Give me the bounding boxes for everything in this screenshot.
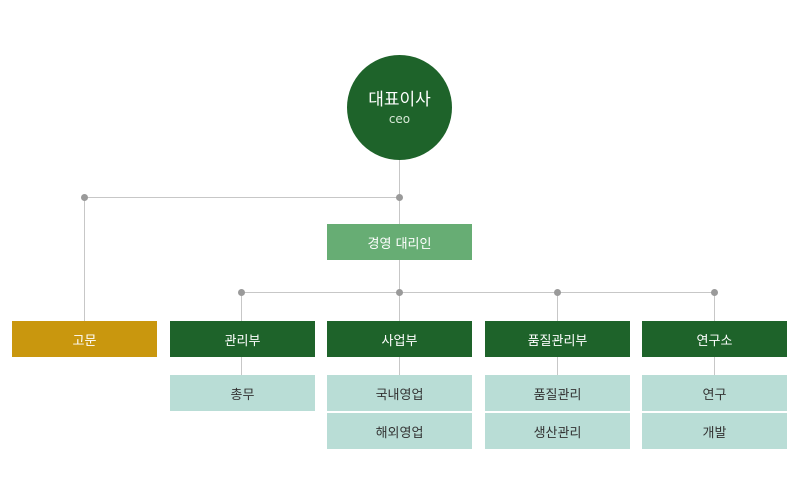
department-node: 품질관리부 bbox=[485, 321, 630, 357]
junction-dot bbox=[81, 194, 88, 201]
team-node: 생산관리 bbox=[485, 413, 630, 449]
junction-dot bbox=[554, 289, 561, 296]
ceo-node: 대표이사 ceo bbox=[347, 55, 452, 160]
team-node: 국내영업 bbox=[327, 375, 472, 411]
team-node: 품질관리 bbox=[485, 375, 630, 411]
team-node: 해외영업 bbox=[327, 413, 472, 449]
junction-dot bbox=[396, 289, 403, 296]
team-node: 총무 bbox=[170, 375, 315, 411]
junction-dot bbox=[396, 194, 403, 201]
department-node: 관리부 bbox=[170, 321, 315, 357]
team-node: 개발 bbox=[642, 413, 787, 449]
department-node: 연구소 bbox=[642, 321, 787, 357]
ceo-subtitle: ceo bbox=[388, 111, 411, 126]
department-node: 사업부 bbox=[327, 321, 472, 357]
advisor-node: 고문 bbox=[12, 321, 157, 357]
deputy-node: 경영 대리인 bbox=[327, 224, 472, 260]
ceo-title: 대표이사 bbox=[368, 89, 431, 110]
junction-dot bbox=[711, 289, 718, 296]
junction-dot bbox=[238, 289, 245, 296]
team-node: 연구 bbox=[642, 375, 787, 411]
